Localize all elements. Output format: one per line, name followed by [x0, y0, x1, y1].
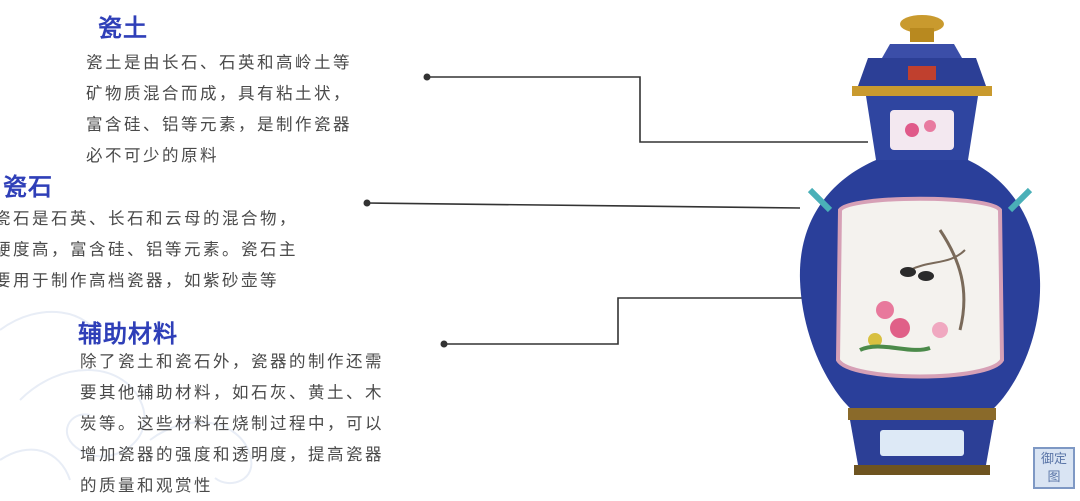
text-line: 除了瓷土和瓷石外，瓷器的制作还需	[80, 352, 384, 371]
section-text-stone: 瓷石是石英、长石和云母的混合物， 硬度高，富含硅、铝等元素。瓷石主 要用于制作高…	[0, 203, 298, 296]
text-line: 的质量和观赏性	[80, 476, 213, 495]
leader-line-auxiliary	[444, 297, 806, 345]
section-title-clay: 瓷土	[98, 14, 148, 42]
seal-stamp: 御定图	[1033, 447, 1075, 489]
text-line: 炭等。这些材料在烧制过程中，可以	[80, 414, 384, 433]
leader-dot-clay	[423, 73, 431, 81]
text-line: 瓷石是石英、长石和云母的混合物，	[0, 209, 298, 228]
text-line: 富含硅、铝等元素，是制作瓷器	[86, 115, 352, 134]
text-line: 瓷土是由长石、石英和高岭土等	[86, 53, 352, 72]
text-line: 矿物质混合而成，具有粘土状，	[86, 84, 352, 103]
text-line: 增加瓷器的强度和透明度，提高瓷器	[80, 445, 384, 464]
leader-line-clay	[427, 76, 868, 143]
section-text-auxiliary: 除了瓷土和瓷石外，瓷器的制作还需 要其他辅助材料，如石灰、黄土、木 炭等。这些材…	[80, 346, 384, 501]
text-line: 硬度高，富含硅、铝等元素。瓷石主	[0, 240, 298, 259]
leader-dot-stone	[363, 199, 371, 207]
text-line: 要其他辅助材料，如石灰、黄土、木	[80, 383, 384, 402]
leader-line-stone	[366, 202, 801, 209]
section-text-clay: 瓷土是由长石、石英和高岭土等 矿物质混合而成，具有粘土状， 富含硅、铝等元素，是…	[86, 47, 352, 171]
section-title-auxiliary: 辅助材料	[78, 320, 178, 348]
section-title-stone: 瓷石	[3, 173, 53, 201]
leader-dot-auxiliary	[440, 340, 448, 348]
text-line: 要用于制作高档瓷器，如紫砂壶等	[0, 271, 279, 290]
text-line: 必不可少的原料	[86, 146, 219, 165]
enamel-vase-image	[799, 15, 1041, 475]
